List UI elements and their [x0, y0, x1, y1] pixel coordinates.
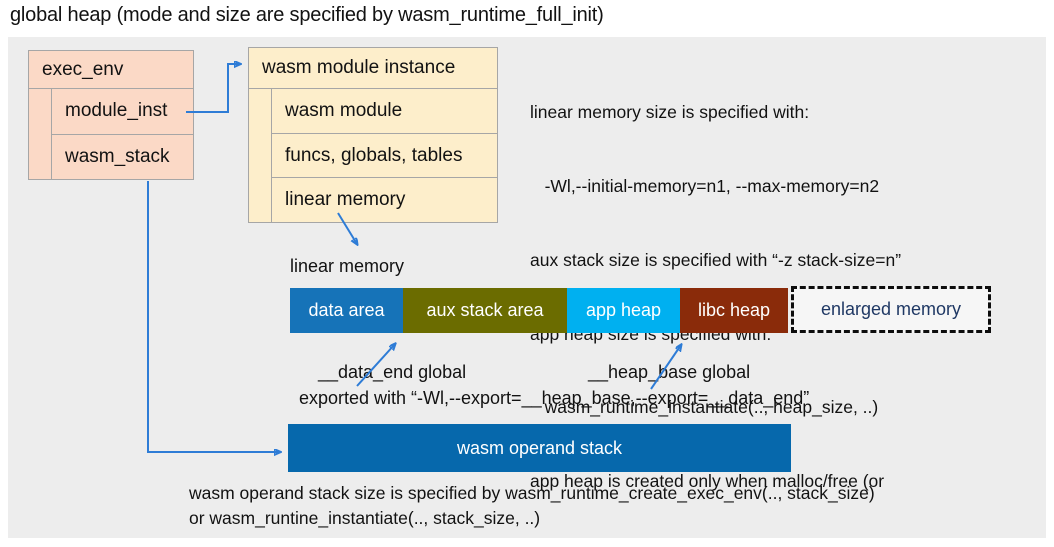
note-line: -Wl,--initial-memory=n1, --max-memory=n2 [530, 175, 880, 196]
exec-env-row-wasm-stack: wasm_stack [65, 145, 170, 167]
note-line: app heap is created only when malloc/fre… [530, 471, 885, 492]
note-line: wasm operand stack size is specified by … [189, 483, 875, 503]
module-instance-indent-column [249, 89, 272, 222]
module-instance-body: wasm module funcs, globals, tables linea… [249, 89, 497, 222]
module-instance-rows: wasm module funcs, globals, tables linea… [272, 89, 497, 222]
note-line: __new/__release for as) are not exported [530, 543, 901, 547]
segment-aux-stack-area: aux stack area [403, 288, 567, 333]
exec-env-box: exec_env module_inst wasm_stack [28, 50, 194, 180]
note-line: wasm_runtime_instantiate(.., heap_size, … [530, 397, 879, 418]
linear-memory-band: data area aux stack area app heap libc h… [290, 288, 788, 333]
note-line: aux stack size is specified with “-z sta… [530, 249, 902, 270]
exec-env-row-module-inst: module_inst [52, 89, 193, 135]
segment-libc-heap: libc heap [680, 288, 788, 333]
exec-env-indent-column [29, 89, 52, 179]
segment-enlarged-memory: enlarged memory [791, 286, 991, 333]
module-instance-row-funcs-globals-tables: funcs, globals, tables [272, 134, 497, 179]
segment-app-heap: app heap [567, 288, 680, 333]
note-line: linear memory size is specified with: [530, 102, 810, 123]
module-instance-row-linear-memory: linear memory [285, 189, 406, 211]
diagram-title: global heap (mode and size are specified… [10, 4, 604, 26]
heap-base-global-label: __heap_base global [588, 362, 751, 382]
exec-env-rows: module_inst wasm_stack [52, 89, 193, 179]
exec-env-body: module_inst wasm_stack [29, 89, 193, 179]
linear-memory-label: linear memory [290, 256, 405, 276]
module-instance-header: wasm module instance [249, 48, 497, 89]
exported-with-label: exported with “-Wl,--export=__heap_base,… [299, 388, 810, 408]
module-instance-box: wasm module instance wasm module funcs, … [248, 47, 498, 223]
module-instance-row-wasm-module: wasm module [272, 89, 497, 134]
data-end-global-label: __data_end global [318, 362, 467, 382]
exec-env-header: exec_env [29, 51, 193, 89]
operand-stack-note: wasm operand stack size is specified by … [189, 481, 875, 531]
segment-data-area: data area [290, 288, 403, 333]
wasm-operand-stack-bar: wasm operand stack [288, 424, 791, 472]
note-line: or wasm_runtine_instantiate(.., stack_si… [189, 508, 541, 528]
